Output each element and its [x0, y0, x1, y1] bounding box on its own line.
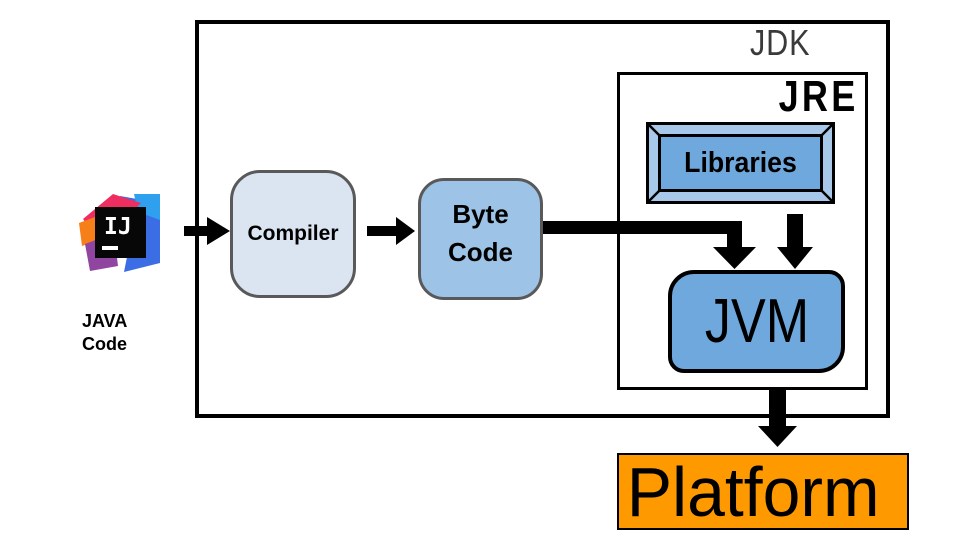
jdk-label: JDK: [750, 22, 811, 63]
byte-code-label: Byte Code: [448, 195, 513, 271]
java-code-label: JAVA Code: [82, 310, 127, 356]
byte-code-line-2: Code: [448, 237, 513, 267]
java-code-line-1: JAVA: [82, 311, 128, 331]
byte-code-line-1: Byte: [452, 199, 509, 229]
intellij-idea-logo-icon: IJ: [78, 192, 162, 276]
libraries-label: Libraries: [684, 146, 797, 179]
jvm-node: JVM: [668, 270, 845, 373]
platform-node: Platform: [617, 453, 909, 530]
compiler-label: Compiler: [247, 222, 339, 245]
libraries-node: Libraries: [646, 122, 835, 204]
jre-label: JRE: [778, 72, 859, 121]
ij-monogram: IJ: [104, 214, 132, 240]
compiler-node: Compiler: [230, 170, 356, 298]
java-code-line-2: Code: [82, 334, 127, 354]
libraries-bevel-frame-icon: [646, 122, 835, 204]
jvm-label: JVM: [704, 287, 809, 356]
byte-code-node: Byte Code: [418, 178, 543, 300]
platform-label: Platform: [626, 452, 880, 531]
